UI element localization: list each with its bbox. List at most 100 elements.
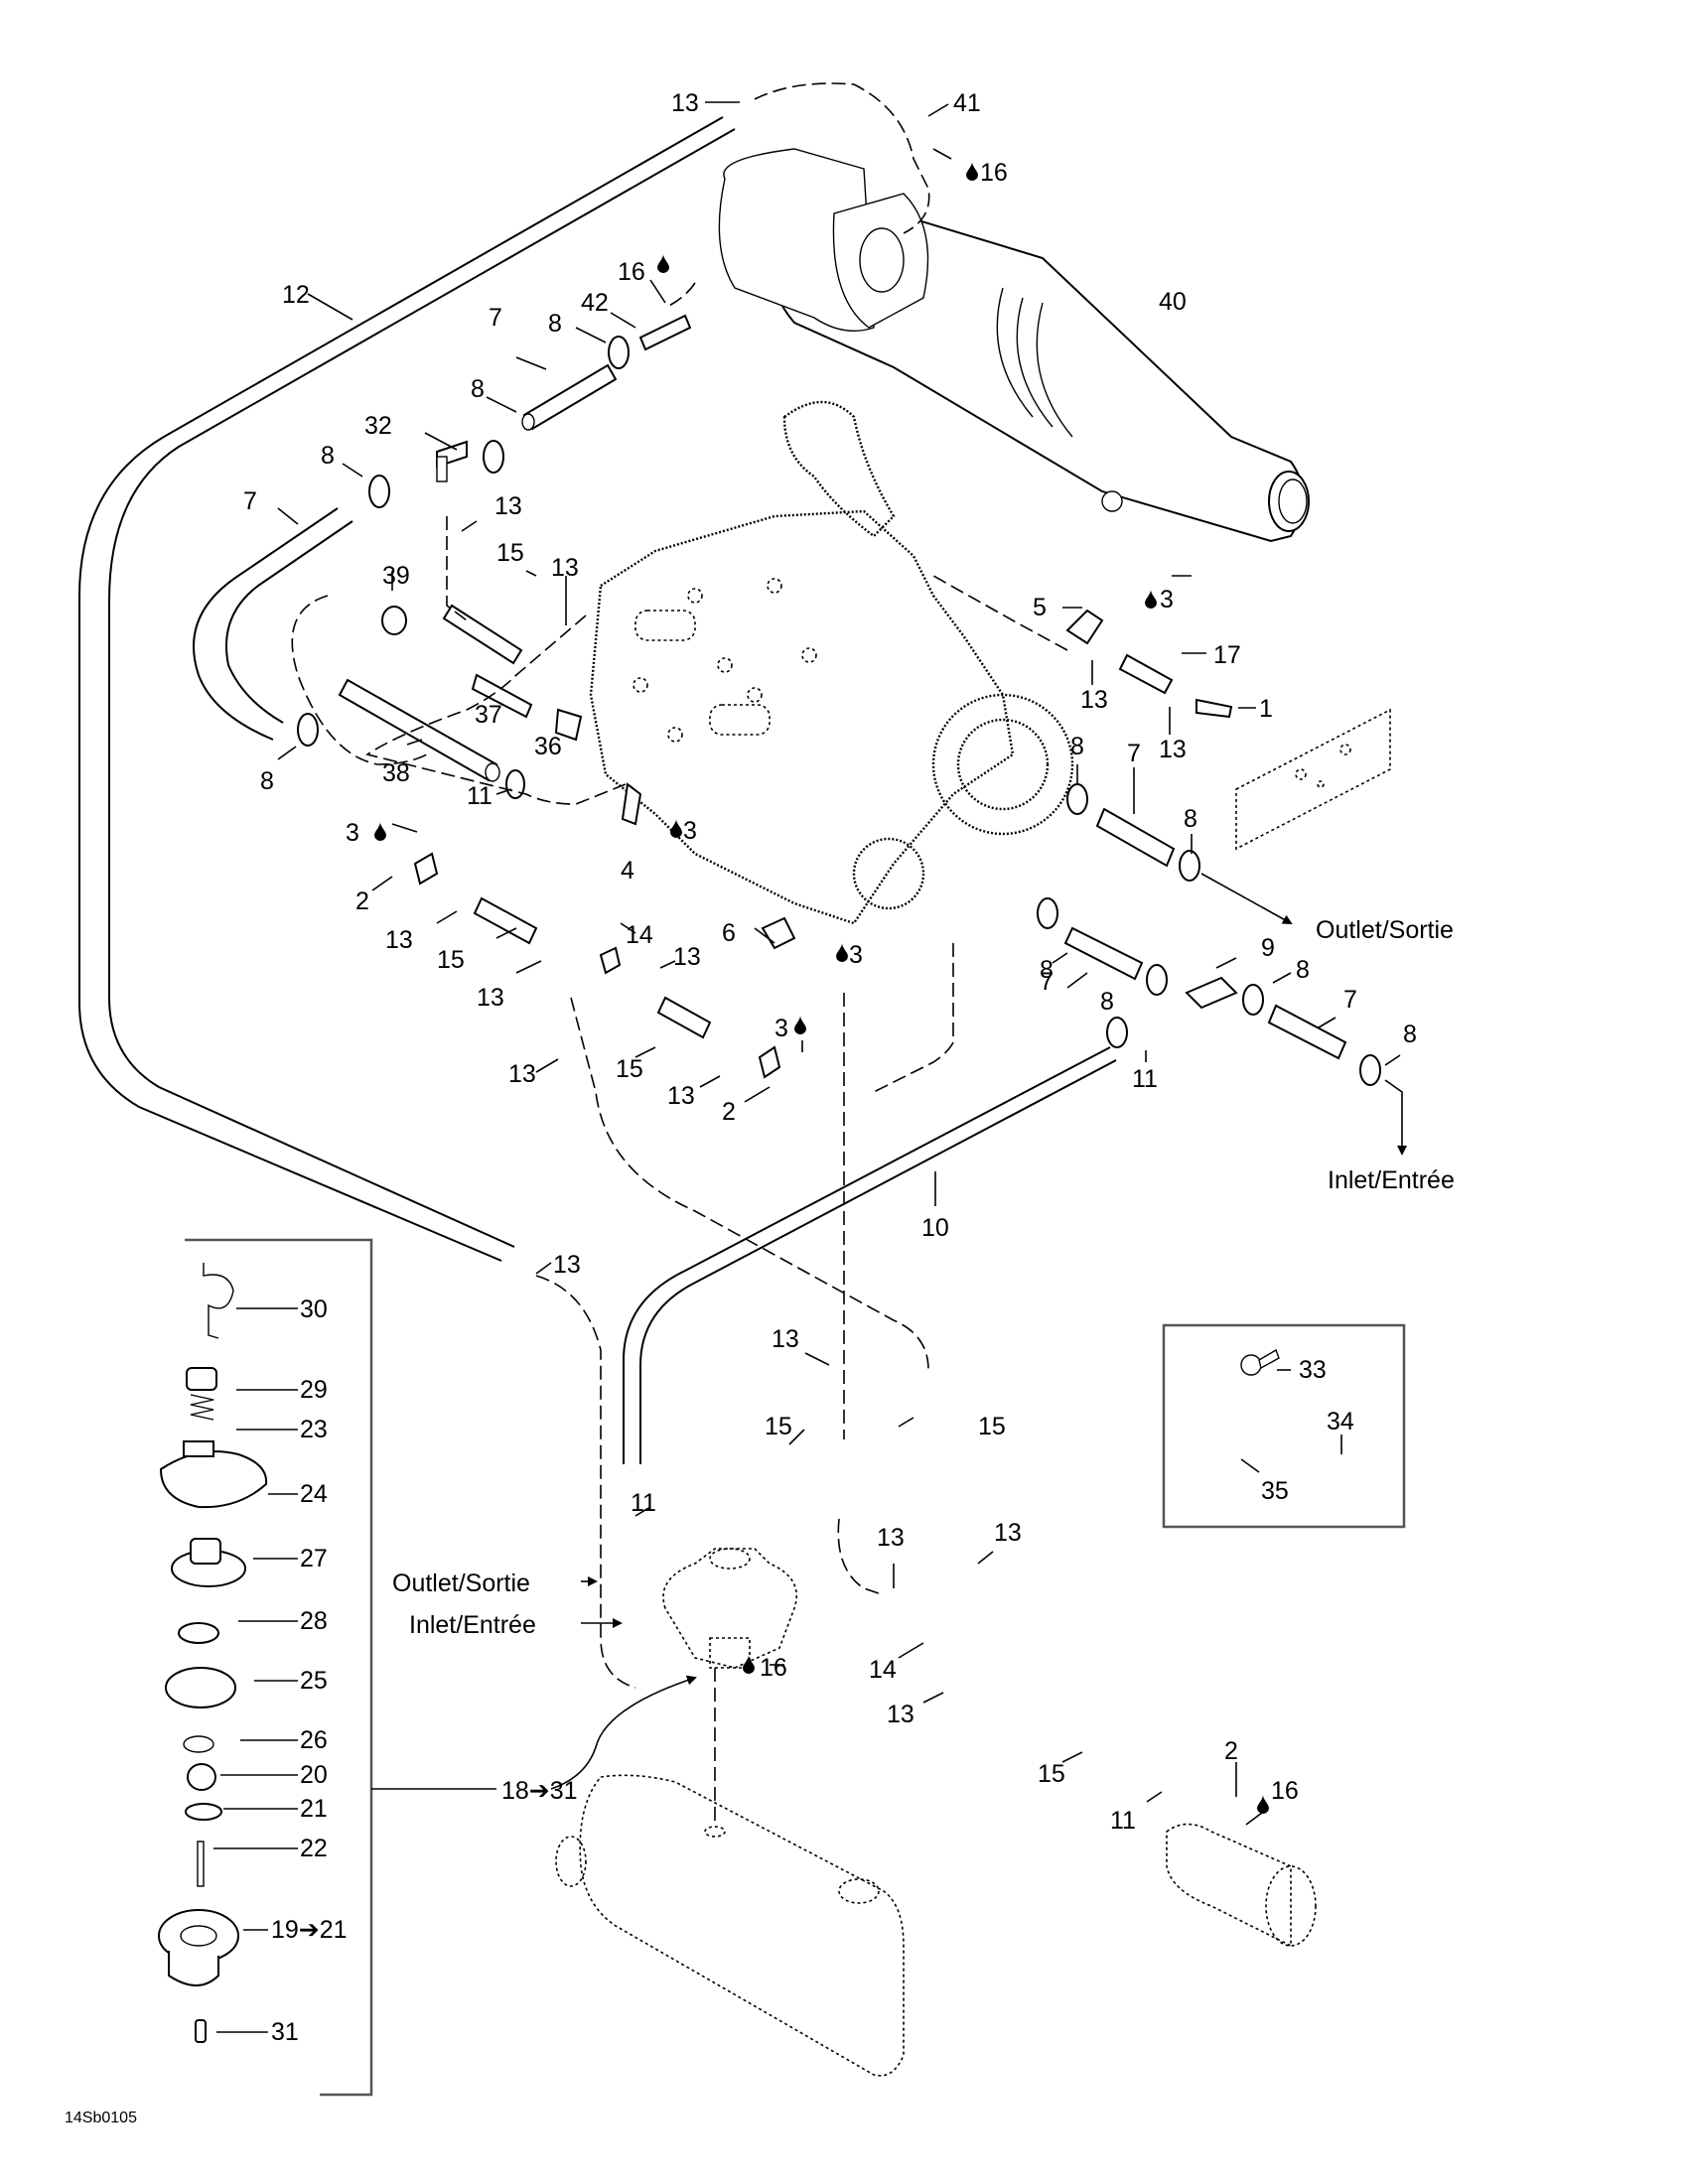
exhaust-pipe-40 <box>718 148 1310 543</box>
callout-7: 7 <box>1040 968 1054 996</box>
lower-left-chain <box>413 782 796 1079</box>
callout-13: 13 <box>385 926 413 954</box>
callout-3: 3 <box>774 1015 788 1042</box>
callout-13: 13 <box>551 554 579 582</box>
callout-17: 17 <box>1213 641 1241 669</box>
callout-8: 8 <box>260 767 274 795</box>
callout-16: 16 <box>980 159 1008 187</box>
callout-8: 8 <box>471 375 485 403</box>
callout-31: 31 <box>271 2018 299 2046</box>
callout-33: 33 <box>1299 1356 1327 1384</box>
callout-13: 13 <box>494 492 522 520</box>
callout-42: 42 <box>581 289 609 317</box>
drop-icon <box>966 162 978 181</box>
callout-40: 40 <box>1159 288 1187 316</box>
callout-2: 2 <box>722 1098 736 1126</box>
hose-38-group <box>338 604 583 799</box>
callout-21: 21 <box>300 1795 328 1823</box>
callout-12: 12 <box>282 281 310 309</box>
inlet-label-left: Inlet/Entrée <box>409 1611 536 1639</box>
callout-13: 13 <box>667 1082 695 1110</box>
figure-code: 14Sb0105 <box>65 2110 137 2126</box>
callout-8: 8 <box>1296 956 1310 984</box>
callout-34: 34 <box>1327 1408 1354 1435</box>
callout-8: 8 <box>548 310 562 338</box>
callout-13: 13 <box>994 1519 1022 1547</box>
callout-13: 13 <box>1080 686 1108 714</box>
callout-3: 3 <box>1160 586 1174 614</box>
callout-7: 7 <box>1343 986 1357 1014</box>
callout-23: 23 <box>300 1416 328 1443</box>
drop-icon <box>1257 1795 1269 1814</box>
callout-11: 11 <box>1132 1065 1158 1093</box>
callout-11: 11 <box>631 1489 656 1517</box>
callout-6: 6 <box>722 919 736 947</box>
drop-icon <box>374 822 386 841</box>
callout-7: 7 <box>243 487 257 515</box>
outlet-label-right: Outlet/Sortie <box>1316 916 1454 944</box>
drop-icon <box>1145 590 1157 609</box>
callout-28: 28 <box>300 1607 328 1635</box>
callout-32: 32 <box>364 412 392 440</box>
callout-41: 41 <box>953 89 981 117</box>
callout-19-21: 19➔21 <box>271 1916 348 1944</box>
callout-18-31: 18➔31 <box>501 1777 578 1805</box>
callout-16: 16 <box>618 258 645 286</box>
mounting-plate-ghost <box>1235 708 1391 851</box>
filter-assembly <box>662 1548 797 1669</box>
callout-14: 14 <box>626 921 653 949</box>
callout-3: 3 <box>849 941 863 969</box>
callout-9: 9 <box>1261 934 1275 962</box>
callout-13: 13 <box>671 89 699 117</box>
callout-11: 11 <box>1110 1807 1136 1835</box>
callout-25: 25 <box>300 1667 328 1695</box>
callout-15: 15 <box>496 539 524 567</box>
callout-8: 8 <box>1184 805 1197 833</box>
callout-15: 15 <box>437 946 465 974</box>
callout-16: 16 <box>760 1654 787 1682</box>
outlet-label-left: Outlet/Sortie <box>392 1570 530 1597</box>
callout-7: 7 <box>489 304 502 332</box>
callout-10: 10 <box>921 1214 949 1242</box>
callout-4: 4 <box>621 857 634 885</box>
bent-hose-7 <box>193 507 353 747</box>
callout-13: 13 <box>673 943 701 971</box>
callout-27: 27 <box>300 1545 328 1572</box>
callout-5: 5 <box>1033 594 1047 621</box>
callout-13: 13 <box>553 1251 581 1279</box>
callout-15: 15 <box>978 1413 1006 1440</box>
callout-15: 15 <box>1038 1760 1065 1788</box>
callout-29: 29 <box>300 1376 328 1404</box>
inlet-label-right: Inlet/Entrée <box>1328 1166 1455 1194</box>
drop-icon <box>836 943 848 962</box>
callout-3: 3 <box>683 817 697 845</box>
callout-2: 2 <box>355 887 369 915</box>
callout-13: 13 <box>772 1325 799 1353</box>
callout-8: 8 <box>1403 1021 1417 1048</box>
tank-ghost <box>555 1774 905 2077</box>
drop-icon <box>657 254 669 273</box>
callout-8: 8 <box>1100 988 1114 1016</box>
callout-8: 8 <box>1070 733 1084 760</box>
callout-1: 1 <box>1259 695 1273 723</box>
callout-8: 8 <box>1040 956 1054 984</box>
drop-icon <box>743 1655 755 1674</box>
callout-13: 13 <box>1159 736 1187 763</box>
callout-8: 8 <box>321 442 335 470</box>
callout-16: 16 <box>1271 1777 1299 1805</box>
detail-frame-left <box>185 1238 697 2097</box>
callout-37: 37 <box>475 701 502 729</box>
drop-icon <box>794 1016 806 1034</box>
callout-3: 3 <box>346 819 359 847</box>
outlet-fitting-ghost <box>1166 1823 1317 1948</box>
callout-26: 26 <box>300 1726 328 1754</box>
callout-15: 15 <box>616 1055 643 1083</box>
callout-13: 13 <box>477 984 504 1012</box>
engine-ghost <box>589 400 1074 925</box>
drop-icon <box>670 819 682 838</box>
callout-35: 35 <box>1261 1477 1289 1505</box>
callout-30: 30 <box>300 1296 328 1323</box>
callout-11: 11 <box>467 782 492 810</box>
callout-24: 24 <box>300 1480 328 1508</box>
